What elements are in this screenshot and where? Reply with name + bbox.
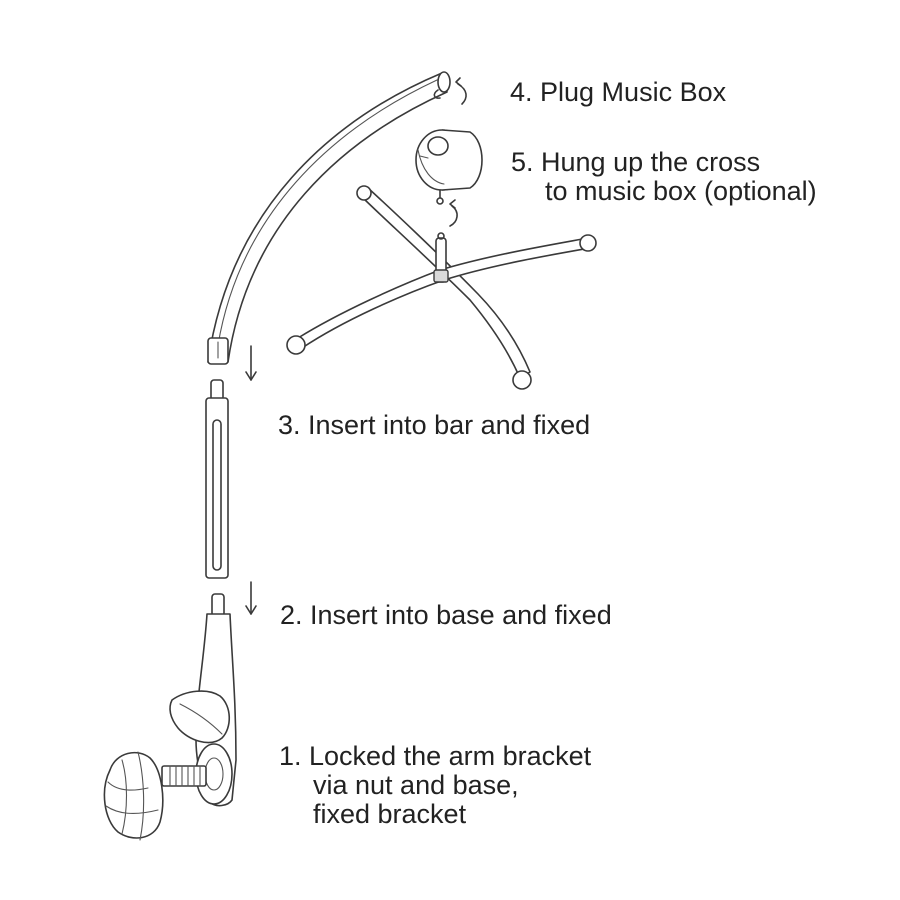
down-arrow-icon: [245, 345, 257, 381]
step-1-line-3: fixed bracket: [313, 799, 467, 829]
step-3-label: 3. Insert into bar and fixed: [278, 411, 590, 440]
step-5-line-2: to music box (optional): [545, 176, 817, 206]
cross-hanger: [286, 185, 597, 390]
step-4-label: 4. Plug Music Box: [510, 78, 726, 107]
down-arrow-icon: [245, 581, 257, 615]
step-2-label: 2. Insert into base and fixed: [280, 601, 612, 630]
curved-arm: [207, 71, 451, 365]
step-1-label: 1. Locked the arm bracket via nut and ba…: [279, 742, 591, 829]
curved-arrow-icon: [455, 77, 467, 105]
step-4-line-1: 4. Plug Music Box: [510, 77, 727, 107]
step-1-line-2: via nut and base,: [313, 770, 519, 800]
step-3-line-1: 3. Insert into bar and fixed: [278, 410, 591, 440]
step-5-line-1: 5. Hung up the cross: [511, 147, 761, 177]
knob-nut: [103, 751, 164, 841]
base-clamp: [169, 593, 237, 807]
step-1-line-1: 1. Locked the arm bracket: [279, 741, 592, 771]
step-5-label: 5. Hung up the cross to music box (optio…: [511, 148, 817, 206]
small-arrow-icon: [449, 199, 458, 227]
step-2-line-1: 2. Insert into base and fixed: [280, 600, 612, 630]
threaded-screw: [161, 765, 207, 787]
music-box: [415, 129, 483, 205]
straight-bar: [205, 379, 229, 579]
